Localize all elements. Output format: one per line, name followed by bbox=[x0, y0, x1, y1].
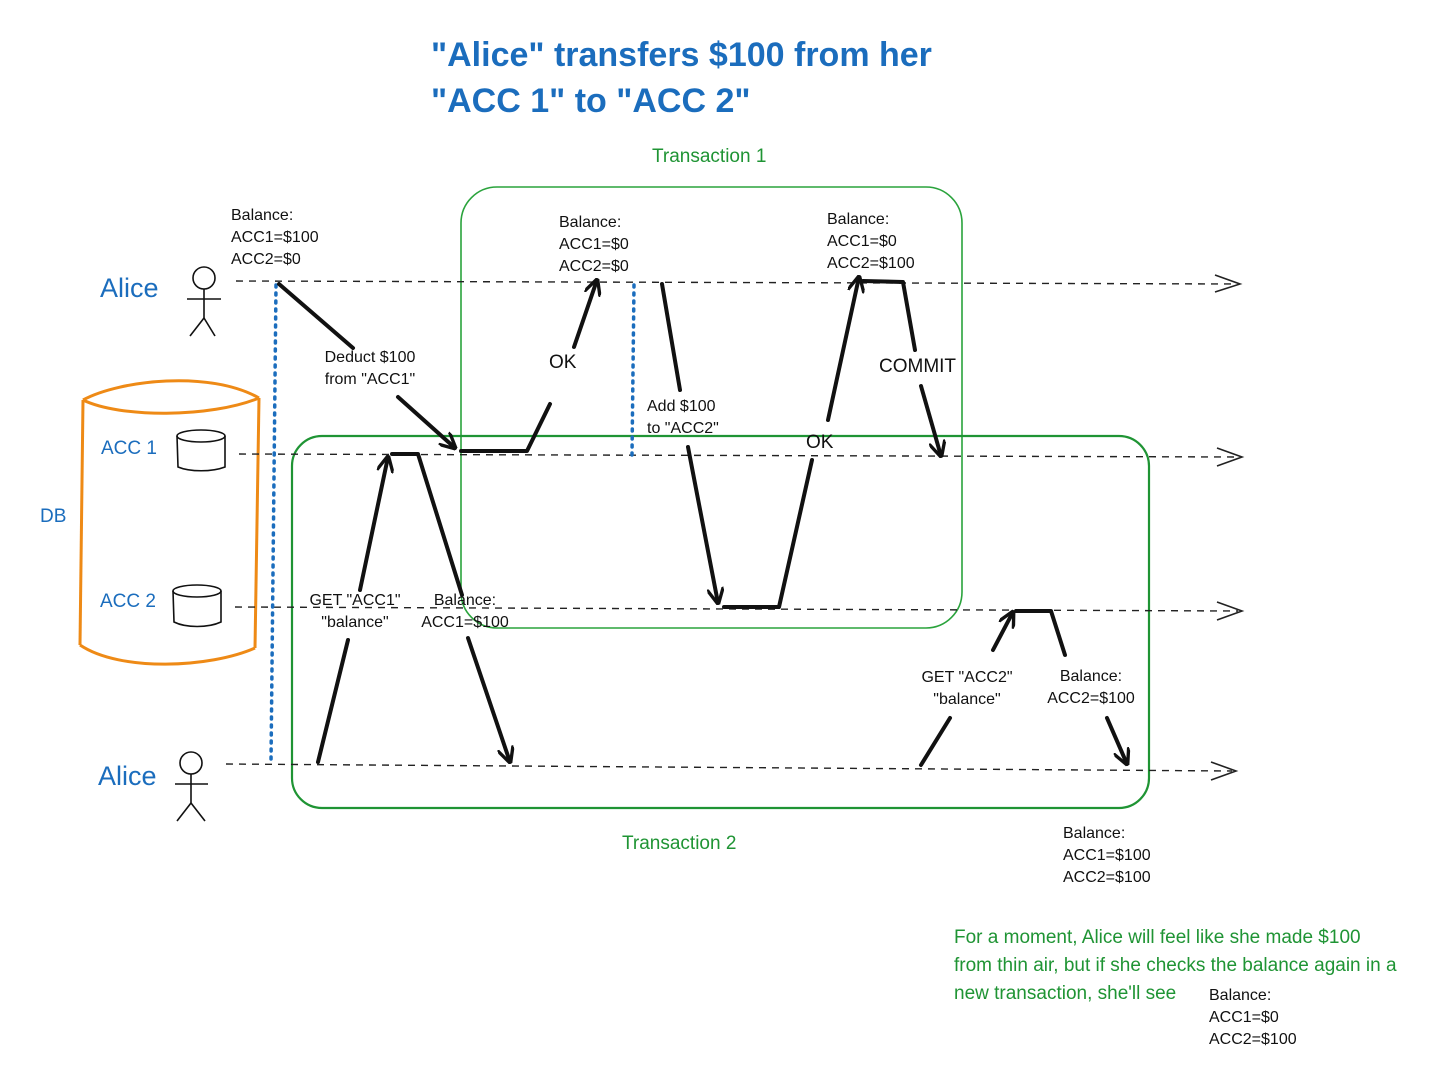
get-acc2-line-1: GET "ACC2" bbox=[921, 669, 1013, 686]
page-title: "Alice" transfers $100 from her "ACC 1" … bbox=[431, 32, 932, 124]
lifelines bbox=[225, 274, 1245, 781]
balance-new-transaction: Balance: ACC1=$0 ACC2=$100 bbox=[1209, 985, 1297, 1051]
alice-top-stick-figure-icon bbox=[187, 266, 221, 337]
balance-new-tx-heading: Balance: bbox=[1209, 987, 1272, 1004]
get-acc2-arrow bbox=[919, 716, 952, 767]
balance-after-add-acc2: ACC2=$100 bbox=[827, 255, 915, 272]
actor-alice-top: Alice bbox=[100, 273, 159, 303]
balance-t2-acc2-heading: Balance: bbox=[1059, 668, 1123, 685]
get-acc1-line-1: GET "ACC1" bbox=[309, 592, 401, 609]
balance-t2-acc1-heading: Balance: bbox=[433, 592, 497, 609]
balance-new-tx-acc2: ACC2=$100 bbox=[1209, 1031, 1297, 1048]
transaction-2-arrows bbox=[316, 452, 1127, 767]
balance-after-add: Balance: ACC1=$0 ACC2=$100 bbox=[827, 209, 915, 275]
balance-initial-acc1: ACC1=$100 bbox=[231, 229, 319, 246]
acc2-label: ACC 2 bbox=[100, 591, 156, 612]
balance-t2-acc2: Balance: ACC2=$100 bbox=[1041, 666, 1141, 710]
balance-after-deduct-acc1: ACC1=$0 bbox=[559, 236, 629, 253]
get-acc1-arrow bbox=[316, 638, 350, 764]
deduct-message-line-2: from "ACC1" bbox=[324, 371, 416, 388]
balance-initial: Balance: ACC1=$100 ACC2=$0 bbox=[231, 205, 319, 271]
balance-after-deduct: Balance: ACC1=$0 ACC2=$0 bbox=[559, 212, 629, 278]
db-label: DB bbox=[40, 506, 67, 527]
balance-after-add-acc1: ACC1=$0 bbox=[827, 233, 897, 250]
add-message-line-1: Add $100 bbox=[647, 398, 716, 415]
note-line-2: from thin air, but if she checks the bal… bbox=[954, 955, 1397, 976]
balance-t2-acc1: Balance: ACC1=$100 bbox=[415, 590, 515, 634]
add-arrow bbox=[660, 282, 682, 392]
acc1-cylinder-icon bbox=[176, 429, 226, 472]
balance-t2-final: Balance: ACC1=$100 ACC2=$100 bbox=[1063, 823, 1151, 889]
balance-after-deduct-acc2: ACC2=$0 bbox=[559, 258, 629, 275]
balance-after-deduct-heading: Balance: bbox=[559, 214, 622, 231]
ok-message-1: OK bbox=[549, 352, 577, 373]
add-message: Add $100 to "ACC2" bbox=[647, 396, 719, 440]
transaction-2-box bbox=[290, 434, 1151, 810]
alice-bottom-stick-figure-icon bbox=[175, 751, 208, 822]
ok-message-2: OK bbox=[806, 432, 834, 453]
balance-new-tx-acc1: ACC1=$0 bbox=[1209, 1009, 1279, 1026]
db-container bbox=[78, 379, 261, 666]
note-line-3: new transaction, she'll see bbox=[954, 983, 1177, 1004]
deduct-message: Deduct $100 from "ACC1" bbox=[316, 347, 424, 391]
balance-after-add-heading: Balance: bbox=[827, 211, 890, 228]
get-acc2-message: GET "ACC2" "balance" bbox=[915, 667, 1019, 711]
note-line-1: For a moment, Alice will feel like she m… bbox=[954, 927, 1361, 948]
ok-arrow-2 bbox=[722, 458, 814, 609]
balance-t2-acc2-value: ACC2=$100 bbox=[1047, 690, 1135, 707]
actor-alice-bottom: Alice bbox=[98, 761, 157, 791]
ok-arrow-1 bbox=[459, 402, 552, 453]
balance-initial-heading: Balance: bbox=[231, 207, 294, 224]
balance-initial-acc2: ACC2=$0 bbox=[231, 251, 301, 268]
commit-arrow bbox=[861, 279, 917, 352]
balance-t2-final-acc2: ACC2=$100 bbox=[1063, 869, 1151, 886]
get-acc1-message: GET "ACC1" "balance" bbox=[304, 590, 406, 634]
commit-message: COMMIT bbox=[879, 356, 957, 377]
balance-acc1-arrow bbox=[390, 452, 464, 597]
acc2-cylinder-icon bbox=[172, 584, 222, 628]
get-acc1-line-2: "balance" bbox=[321, 614, 389, 631]
transaction-1-arrows bbox=[277, 277, 941, 609]
balance-acc2-arrow bbox=[1014, 609, 1067, 657]
transaction-1-label: Transaction 1 bbox=[652, 146, 767, 167]
transaction-1-box bbox=[460, 186, 963, 629]
dotted-markers bbox=[269, 283, 636, 764]
transaction-2-label: Transaction 2 bbox=[622, 833, 737, 854]
get-acc2-line-2: "balance" bbox=[933, 691, 1001, 708]
deduct-arrow bbox=[277, 282, 355, 350]
acc1-label: ACC 1 bbox=[101, 438, 157, 459]
title-line-2: "ACC 1" to "ACC 2" bbox=[431, 82, 751, 120]
add-message-line-2: to "ACC2" bbox=[647, 420, 719, 437]
balance-t2-acc1-value: ACC1=$100 bbox=[421, 614, 509, 631]
explanation-note: For a moment, Alice will feel like she m… bbox=[954, 924, 1397, 1008]
deduct-message-line-1: Deduct $100 bbox=[324, 349, 416, 366]
balance-t2-final-acc1: ACC1=$100 bbox=[1063, 847, 1151, 864]
balance-t2-final-heading: Balance: bbox=[1063, 825, 1126, 842]
title-line-1: "Alice" transfers $100 from her bbox=[431, 36, 932, 74]
